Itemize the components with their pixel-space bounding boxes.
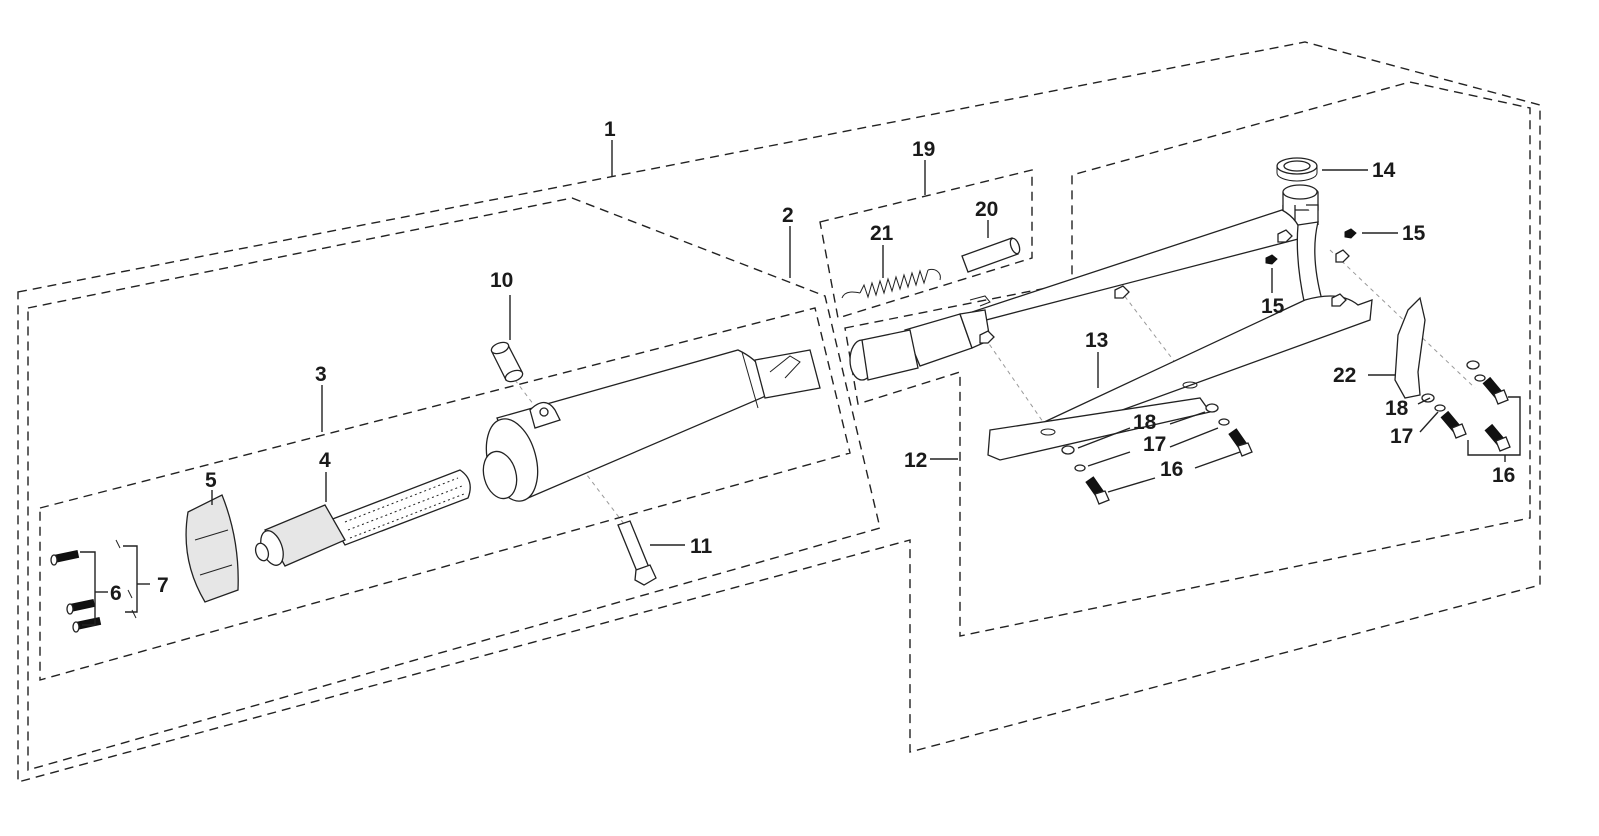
callout-14: 14 (1372, 159, 1396, 182)
callout-11: 11 (690, 535, 713, 558)
group-3-outline (39, 307, 851, 681)
callout-7: 7 (157, 574, 169, 597)
callout-6: 6 (110, 582, 122, 605)
part-21-spring (841, 269, 941, 299)
part-7-washers (115, 539, 137, 619)
part-17-lockwasher-a (1074, 418, 1230, 472)
axis-line-bracket-c (1329, 249, 1476, 389)
callout-12: 12 (904, 449, 927, 472)
part-20-sleeve (961, 237, 1021, 273)
callout-19: 19 (912, 138, 935, 161)
group-19-outline (819, 169, 1033, 319)
part-6-screws (50, 549, 102, 633)
part-11-bolt (617, 520, 657, 586)
part-12-header-pipe (849, 184, 1373, 439)
callout-20: 20 (975, 198, 998, 221)
part-18-washer-b (1421, 360, 1480, 403)
callout-3: 3 (315, 363, 327, 386)
part-5-end-cap (185, 494, 239, 603)
part-17-lockwasher-b (1434, 374, 1486, 412)
callout-18b: 18 (1385, 397, 1409, 420)
group-12-outline (844, 81, 1531, 637)
axis-line-bracket-a (984, 337, 1051, 433)
callout-2: 2 (782, 204, 794, 227)
callout-1: 1 (604, 118, 616, 141)
callout-15b: 15 (1261, 295, 1285, 318)
group-1-outline (17, 41, 1541, 783)
callout-17a: 17 (1143, 433, 1166, 456)
leader-lines (80, 140, 1521, 626)
callout-16b: 16 (1492, 464, 1515, 487)
part-16-bolt-b (1440, 376, 1511, 452)
callout-18a: 18 (1133, 411, 1157, 434)
callout-21: 21 (870, 222, 894, 245)
part-4-core (254, 469, 471, 567)
part-15-nut-b (1265, 254, 1278, 265)
callout-5: 5 (205, 469, 217, 492)
part-13-heat-shield (987, 381, 1212, 461)
part-22-bracket (1394, 296, 1426, 399)
callout-22: 22 (1333, 364, 1356, 387)
core-perforations (344, 477, 465, 539)
part-16-bolt-a (1085, 428, 1253, 505)
part-3-muffler-body (482, 349, 821, 502)
part-18-washer-a (1061, 403, 1219, 455)
callout-10: 10 (490, 269, 513, 292)
part-14-gasket (1276, 157, 1318, 182)
part-10-spacer (490, 341, 524, 383)
callout-13: 13 (1085, 329, 1108, 352)
group-2-outline (27, 197, 881, 771)
callout-15a: 15 (1402, 222, 1426, 245)
callout-17b: 17 (1390, 425, 1413, 448)
callout-4: 4 (319, 449, 331, 472)
part-15-nut-a (1344, 228, 1357, 239)
callout-16a: 16 (1160, 458, 1183, 481)
